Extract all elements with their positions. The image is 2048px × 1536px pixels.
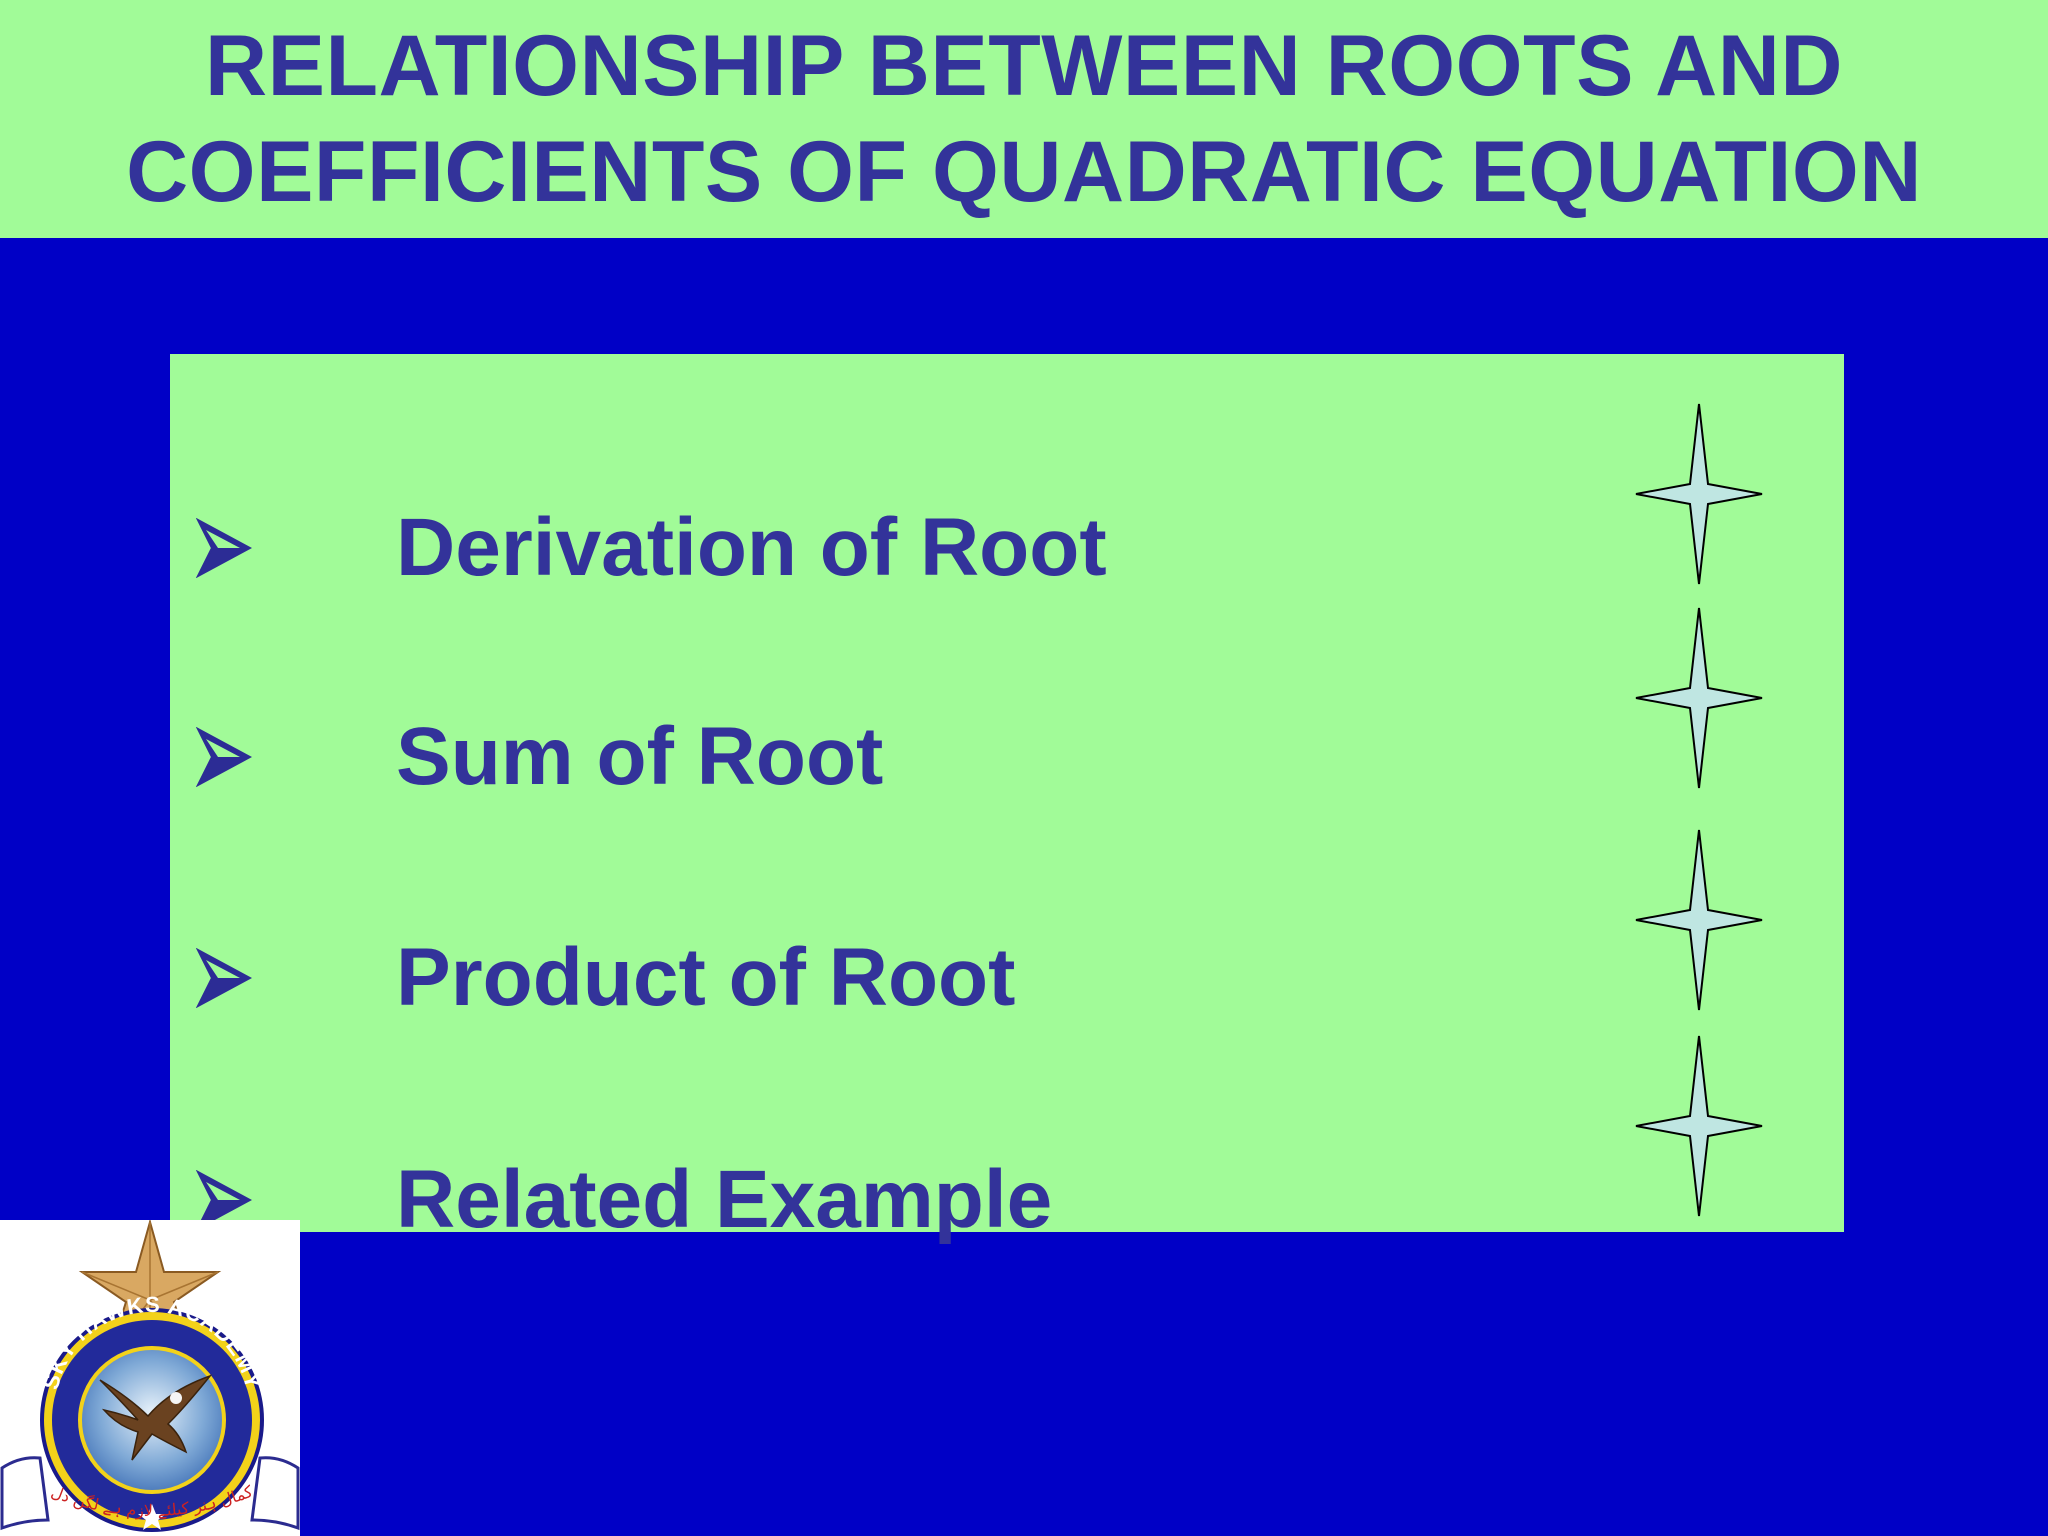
list-item: Sum of Root [170, 697, 1844, 817]
content-panel: Derivation of Root Sum of Root Product o… [170, 354, 1844, 1245]
arrow-bullet-icon [196, 948, 252, 1008]
list-item-label: Product of Root [396, 932, 1016, 1023]
title-line-1: RELATIONSHIP BETWEEN ROOTS AND [205, 18, 1843, 114]
list-item-label: Derivation of Root [396, 502, 1107, 593]
academy-logo: SKY HAWKS ACADEMY کمال ہنر کیلئے لازم ہے… [0, 1220, 300, 1536]
four-point-star-icon [1635, 829, 1763, 1011]
eagle-emblem-icon: SKY HAWKS ACADEMY کمال ہنر کیلئے لازم ہے… [0, 1220, 300, 1532]
list-item-label: Related Example [396, 1154, 1053, 1245]
arrow-bullet-icon [196, 518, 252, 578]
title-bar: RELATIONSHIP BETWEEN ROOTS AND COEFFICIE… [0, 0, 2048, 238]
arrow-bullet-icon [196, 727, 252, 787]
list-item: Product of Root [170, 918, 1844, 1038]
four-point-star-icon [1635, 403, 1763, 585]
list-item-label: Sum of Root [396, 711, 884, 802]
slide-title: RELATIONSHIP BETWEEN ROOTS AND COEFFICIE… [126, 13, 1922, 225]
four-point-star-icon [1635, 1035, 1763, 1217]
four-point-star-icon [1635, 607, 1763, 789]
title-line-2: COEFFICIENTS OF QUADRATIC EQUATION [126, 124, 1922, 220]
list-item: Derivation of Root [170, 488, 1844, 608]
list-item: Related Example [170, 1140, 1844, 1260]
